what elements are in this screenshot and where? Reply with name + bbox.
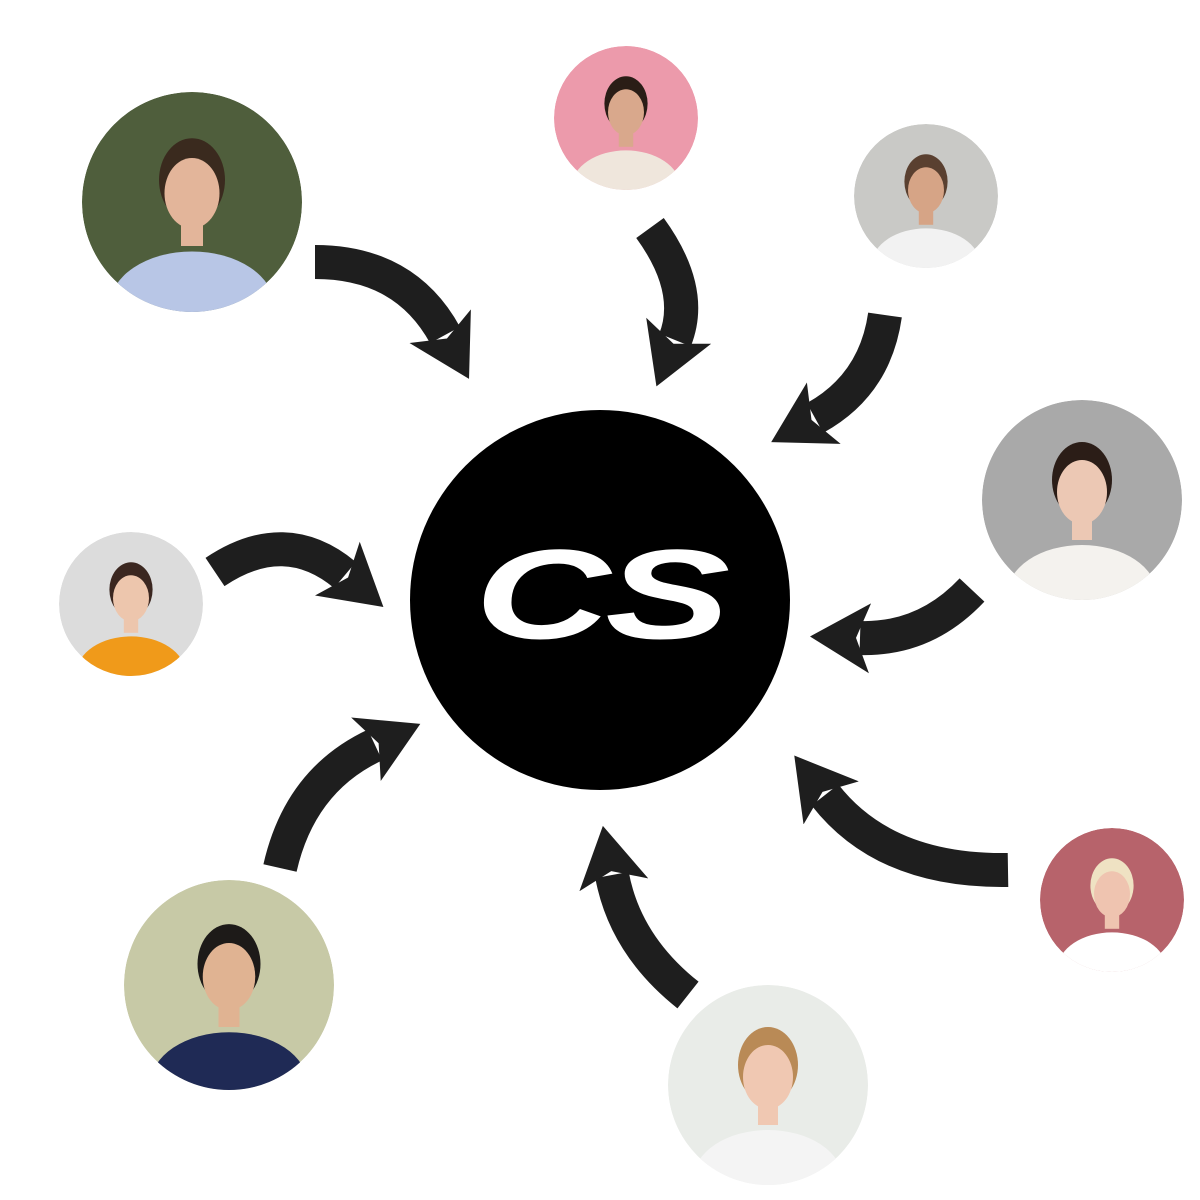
avatar-man-navy-shirt bbox=[124, 880, 334, 1090]
central-logo: CS bbox=[410, 410, 790, 790]
avatar-man-sunglasses bbox=[854, 124, 998, 268]
avatar-man-blue-shirt bbox=[82, 92, 302, 312]
arrow bbox=[771, 312, 902, 444]
logo-text: CS bbox=[475, 523, 729, 665]
avatar-woman-blonde bbox=[1040, 828, 1184, 972]
avatar-woman-orange-top bbox=[59, 532, 203, 676]
arrow bbox=[810, 578, 985, 674]
arrow bbox=[636, 218, 712, 387]
arrow bbox=[794, 755, 1009, 888]
arrows bbox=[205, 218, 1009, 1009]
arrow bbox=[263, 717, 421, 873]
avatar-woman-white-sweater bbox=[982, 400, 1182, 600]
avatar-woman-striped-shirt bbox=[668, 985, 868, 1185]
arrow bbox=[579, 825, 699, 1009]
arrow bbox=[314, 245, 471, 379]
people bbox=[59, 46, 1184, 1185]
avatar-man-white-hoodie bbox=[554, 46, 698, 190]
arrow bbox=[205, 532, 384, 607]
